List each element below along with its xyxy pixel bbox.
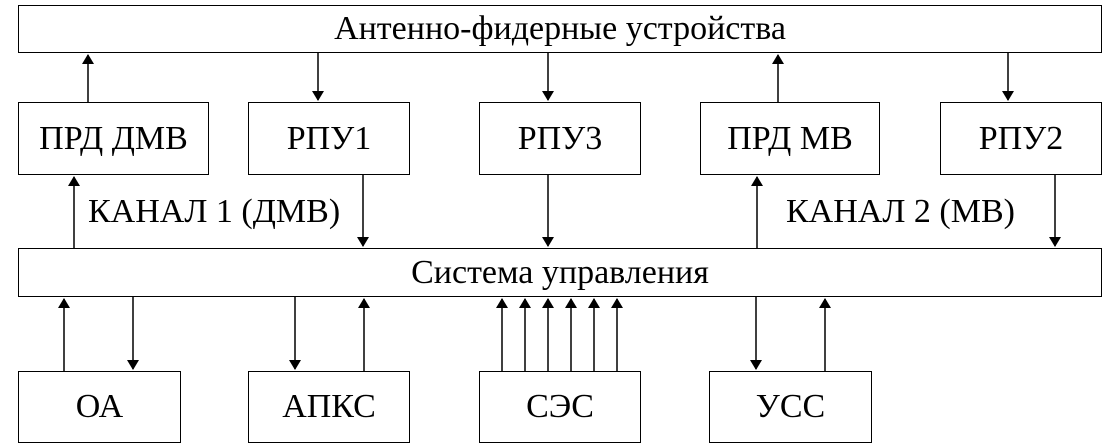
block-uss: УСС: [709, 371, 872, 443]
block-rpu1-label: РПУ1: [286, 119, 372, 157]
block-apks-label: АПКС: [282, 388, 376, 425]
control-system-label: Система управления: [411, 253, 709, 291]
block-oa-label: ОА: [75, 388, 124, 425]
block-rpu2: РПУ2: [940, 102, 1102, 175]
block-rpu2-label: РПУ2: [978, 119, 1064, 157]
antenna-feeder-bar: Антенно-фидерные устройства: [18, 5, 1102, 53]
block-prd-dmv: ПРД ДМВ: [18, 102, 209, 175]
block-prd-mv-label: ПРД МВ: [727, 119, 853, 157]
block-ses-label: СЭС: [526, 388, 594, 425]
channel-1-label: КАНАЛ 1 (ДМВ): [88, 193, 341, 230]
block-rpu3: РПУ3: [479, 102, 641, 175]
block-rpu3-label: РПУ3: [517, 119, 603, 157]
antenna-feeder-label: Антенно-фидерные устройства: [334, 10, 786, 47]
control-system-bar: Система управления: [18, 248, 1102, 297]
block-prd-mv: ПРД МВ: [700, 102, 880, 175]
block-apks: АПКС: [248, 371, 410, 443]
block-oa: ОА: [18, 371, 181, 443]
channel-2-label: КАНАЛ 2 (МВ): [786, 193, 1015, 230]
block-prd-dmv-label: ПРД ДМВ: [39, 119, 188, 157]
block-ses: СЭС: [479, 371, 641, 443]
block-uss-label: УСС: [755, 388, 826, 425]
block-rpu1: РПУ1: [248, 102, 410, 175]
